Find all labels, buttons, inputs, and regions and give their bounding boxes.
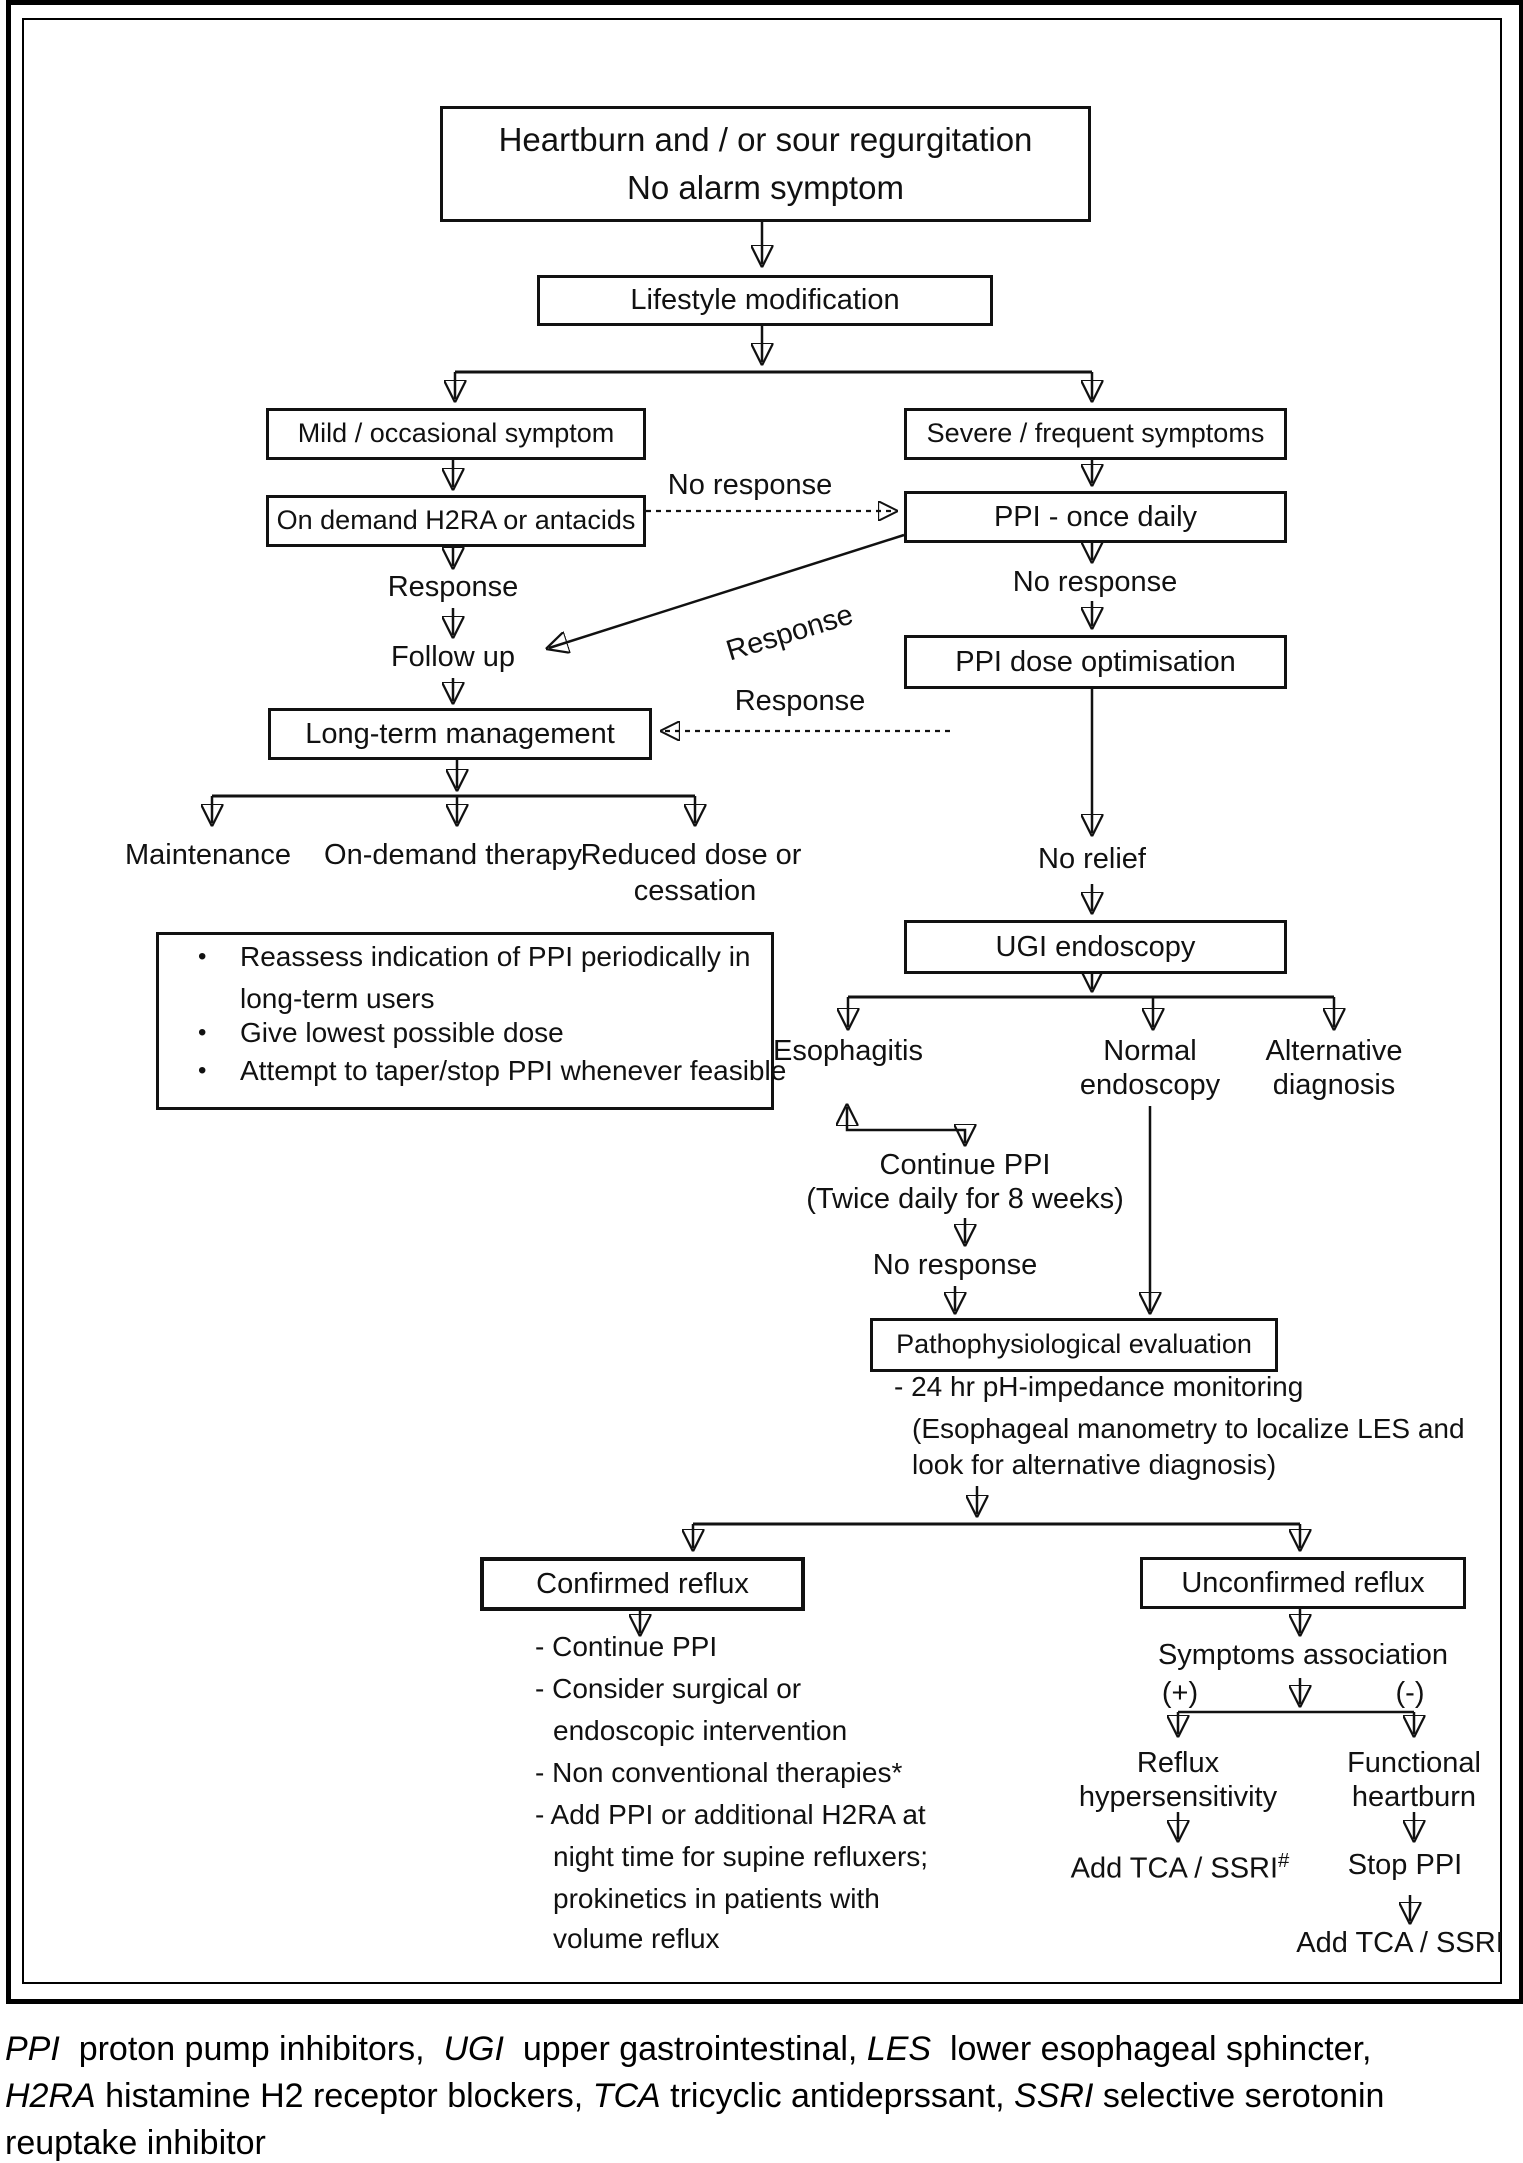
lifestyle-box: Lifestyle modification: [537, 275, 993, 326]
abbr-les-def: lower esophageal sphincter,: [949, 2030, 1372, 2068]
esophagitis-label: Esophagitis: [773, 1035, 923, 1067]
add-tca-ssri-left-text: Add TCA / SSRI: [1070, 1852, 1279, 1885]
long-term-management-label: Long-term management: [305, 717, 615, 750]
functional-heartburn-label-line2: heartburn: [1351, 1781, 1477, 1813]
start-box-line1: Heartburn and / or sour regurgitation: [498, 121, 1033, 159]
abbr-tca-def: tricyclic antideprssant,: [660, 2077, 1015, 2115]
ppi-review-bullet1-dot: •: [198, 943, 207, 970]
normal-endoscopy-label-line2: endoscopy: [1079, 1069, 1221, 1101]
ugi-endoscopy-label: UGI endoscopy: [995, 930, 1196, 963]
follow-up-label: Follow up: [390, 641, 516, 673]
functional-heartburn-label-line1: Functional: [1347, 1747, 1481, 1779]
symptoms-association-label: Symptoms association: [1157, 1639, 1449, 1671]
abbr-ppi-def: proton pump inhibitors,: [59, 2030, 444, 2068]
confirmed-action-2b: endoscopic intervention: [553, 1715, 848, 1746]
abbr-tca: TCA: [592, 2077, 661, 2115]
ppi-review-bullet3-dot: •: [198, 1057, 207, 1084]
confirmed-reflux-box: Confirmed reflux: [480, 1557, 805, 1611]
twice-daily-label: (Twice daily for 8 weeks): [806, 1183, 1124, 1215]
lifestyle-label: Lifestyle modification: [630, 284, 900, 317]
ppi-review-box: [156, 932, 774, 1110]
ugi-endoscopy-box: UGI endoscopy: [904, 920, 1287, 974]
no-relief-label: No relief: [1038, 843, 1146, 875]
start-box-line2: No alarm symptom: [627, 169, 904, 206]
hash-superscript: #: [1278, 1850, 1290, 1872]
no-response-mid-label: No response: [872, 1249, 1038, 1281]
abbr-h2ra-def: histamine H2 receptor blockers,: [95, 2077, 593, 2115]
on-demand-label: On demand H2RA or antacids: [276, 505, 636, 536]
alternative-diagnosis-label-line1: Alternative: [1265, 1035, 1403, 1067]
confirmed-action-4d: volume reflux: [553, 1923, 720, 1954]
unconfirmed-reflux-box: Unconfirmed reflux: [1140, 1557, 1466, 1609]
ppi-review-line2: long-term users: [240, 983, 435, 1014]
on-demand-therapy-label: On-demand therapy: [324, 839, 582, 871]
ppi-review-line1: Reassess indication of PPI periodically …: [240, 941, 751, 972]
abbr-h2ra: H2RA: [5, 2077, 96, 2115]
ppi-dose-optimisation-box: PPI dose optimisation: [904, 635, 1287, 689]
reduced-dose-label-line2: cessation: [633, 875, 757, 907]
ppi-once-daily-box: PPI - once daily: [904, 491, 1287, 543]
continue-ppi-label: Continue PPI: [879, 1149, 1051, 1181]
add-tca-ssri-left-label: Add TCA / SSRI#: [1071, 1850, 1290, 1886]
maintenance-label: Maintenance: [124, 839, 292, 871]
normal-endoscopy-label-line1: Normal: [1103, 1035, 1197, 1067]
confirmed-action-4c: prokinetics in patients with: [553, 1883, 880, 1914]
reduced-dose-label-line1: Reduced dose or: [580, 839, 802, 871]
confirmed-reflux-label: Confirmed reflux: [536, 1567, 749, 1600]
abbr-ppi: PPI: [5, 2030, 60, 2068]
ppi-review-line3: Give lowest possible dose: [240, 1017, 564, 1048]
start-box: Heartburn and / or sour regurgitation No…: [440, 106, 1091, 222]
ppi-review-line4: Attempt to taper/stop PPI whenever feasi…: [240, 1055, 787, 1086]
ppi-dose-optimisation-label: PPI dose optimisation: [955, 645, 1236, 678]
abbr-ugi: UGI: [443, 2030, 504, 2068]
severe-box: Severe / frequent symptoms: [904, 408, 1287, 460]
ppi-review-bullet2-dot: •: [198, 1019, 207, 1046]
response-dashed-label: Response: [734, 685, 866, 717]
confirmed-action-4b: night time for supine refluxers;: [553, 1841, 929, 1872]
reflux-hypersensitivity-label-line1: Reflux: [1136, 1747, 1220, 1779]
add-tca-ssri-right-label: Add TCA / SSRI: [1296, 1927, 1504, 1959]
abbr-ssri-def: selective serotonin reuptake inhibitor: [5, 2077, 1385, 2162]
outer-frame: [6, 0, 1523, 2004]
minus-label: (-): [1395, 1677, 1425, 1709]
confirmed-action-1: - Continue PPI: [535, 1631, 718, 1662]
stop-ppi-label: Stop PPI: [1347, 1849, 1463, 1881]
pathophys-note-line1: - 24 hr pH-impedance monitoring: [894, 1371, 1304, 1402]
abbr-les: LES: [866, 2030, 932, 2068]
long-term-management-box: Long-term management: [268, 708, 652, 760]
pathophys-note-line2: (Esophageal manometry to localize LES an…: [912, 1413, 1465, 1444]
severe-label: Severe / frequent symptoms: [926, 418, 1265, 449]
pathophys-note-line3: look for alternative diagnosis): [912, 1449, 1277, 1480]
alternative-diagnosis-label-line2: diagnosis: [1272, 1069, 1396, 1101]
ppi-once-daily-label: PPI - once daily: [993, 500, 1198, 533]
confirmed-action-2: - Consider surgical or: [535, 1673, 802, 1704]
confirmed-action-4: - Add PPI or additional H2RA at: [535, 1799, 926, 1830]
confirmed-action-3: - Non conventional therapies*: [535, 1757, 903, 1788]
reflux-hypersensitivity-label-line2: hypersensitivity: [1078, 1781, 1278, 1813]
inner-frame: [22, 18, 1502, 1984]
mild-box: Mild / occasional symptom: [266, 408, 646, 460]
no-response-left-label: No response: [667, 469, 833, 501]
pathophysiological-evaluation-box: Pathophysiological evaluation: [870, 1318, 1278, 1372]
abbr-ugi-def: upper gastrointestinal,: [503, 2030, 867, 2068]
plus-label: (+): [1161, 1677, 1199, 1709]
on-demand-box: On demand H2RA or antacids: [266, 495, 646, 547]
response-left-label: Response: [387, 571, 519, 603]
pathophysiological-evaluation-label: Pathophysiological evaluation: [896, 1329, 1252, 1360]
abbr-ssri: SSRI: [1014, 2077, 1094, 2115]
mild-label: Mild / occasional symptom: [297, 418, 615, 449]
unconfirmed-reflux-label: Unconfirmed reflux: [1181, 1566, 1425, 1599]
abbreviation-legend: PPI proton pump inhibitors, UGI upper ga…: [5, 2026, 1519, 2163]
no-response-right-label: No response: [1012, 566, 1178, 598]
